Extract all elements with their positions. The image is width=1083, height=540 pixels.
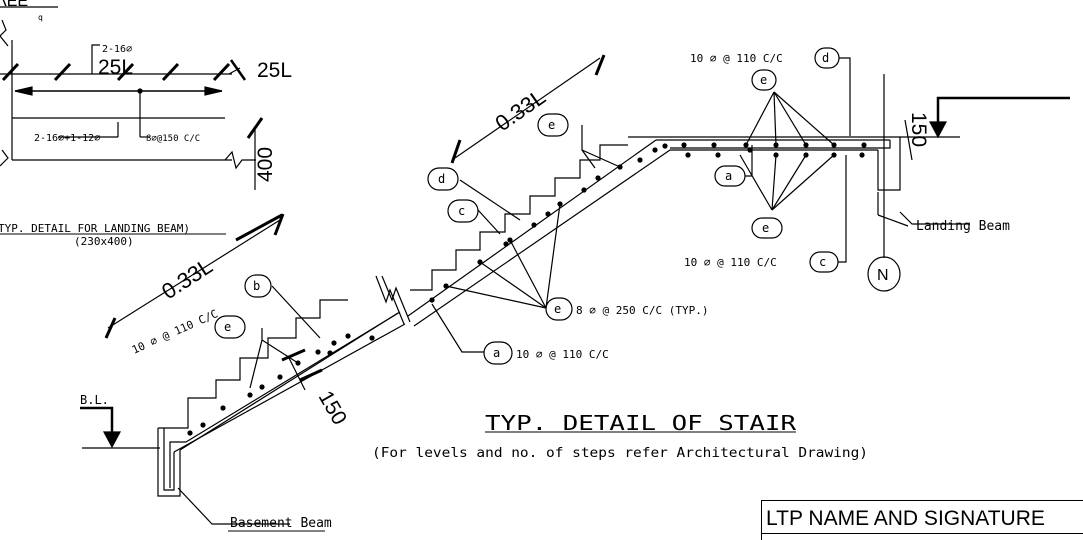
callout-b-letter: b	[253, 279, 260, 293]
callout-e-dist-text: 8 ⌀ @ 250 C/C (TYP.)	[576, 304, 708, 317]
dim-150-top: 150	[907, 112, 930, 147]
stair-profile	[157, 74, 909, 497]
north-label: N	[877, 267, 889, 284]
q-mark: q	[38, 13, 43, 22]
stair-note: (For levels and no. of steps refer Archi…	[372, 446, 868, 461]
callout-c-right-text: 10 ⌀ @ 110 C/C	[684, 256, 777, 269]
bl-label: B.L.	[80, 393, 109, 407]
level-markers	[80, 96, 1070, 449]
callout-a-bottom-text: 10 ⌀ @ 110 C/C	[516, 348, 609, 361]
callout-c-right-letter: c	[819, 255, 826, 269]
beam-caption: TYP. DETAIL FOR LANDING BEAM)	[0, 222, 190, 235]
bottom-bar-label: 2-16⌀+1-12⌀	[34, 133, 100, 144]
rebar-dots	[187, 142, 867, 436]
dimension-lines	[104, 54, 913, 391]
top-fragment: ΛEE	[0, 0, 28, 10]
callout-bubbles	[214, 47, 901, 365]
landing-beam-label: Landing Beam	[916, 219, 1010, 234]
stair-title: TYP. DETAIL OF STAIR	[485, 411, 797, 435]
depth-label: 400	[254, 147, 277, 182]
callout-e-lower-letter: e	[224, 320, 231, 334]
callout-e-mid-letter: e	[762, 221, 769, 235]
drawing-text: ΛEE q 2-16⌀ 25L 25L 2-16⌀+1-12⌀ 8⌀@150 C…	[0, 0, 1010, 531]
dim-150-bottom: 150	[314, 387, 351, 429]
dim-upper: 0.33L	[491, 84, 550, 136]
basement-beam-label: Basement Beam	[230, 516, 332, 531]
beam-size: (230x400)	[74, 235, 134, 248]
span-right-label: 25L	[257, 59, 292, 82]
ltp-signature-box: LTP NAME AND SIGNATURE	[761, 500, 1083, 540]
callout-b-text: 10 ⌀ @ 110 C/C	[130, 307, 220, 357]
leader-lines	[177, 57, 970, 525]
callout-e-top-letter: e	[760, 73, 767, 87]
span-left-label: 25L	[98, 56, 133, 79]
dim-lower: 0.33L	[157, 253, 217, 304]
top-bar-label: 2-16⌀	[102, 44, 132, 55]
callout-a-top-letter: a	[725, 169, 732, 183]
callout-a-bottom-letter: a	[493, 346, 500, 360]
landing-beam-detail	[0, 6, 283, 242]
callout-c-left-letter: c	[458, 204, 465, 218]
callout-e-upper-letter: e	[548, 118, 555, 132]
callout-d-top-letter: d	[822, 51, 829, 65]
stirrup-label: 8⌀@150 C/C	[146, 134, 200, 144]
callout-d-top-text: 10 ⌀ @ 110 C/C	[690, 52, 783, 65]
callout-e-dist-letter: e	[554, 302, 561, 316]
ltp-divider	[761, 533, 1083, 534]
callout-d-left-letter: d	[438, 172, 445, 186]
